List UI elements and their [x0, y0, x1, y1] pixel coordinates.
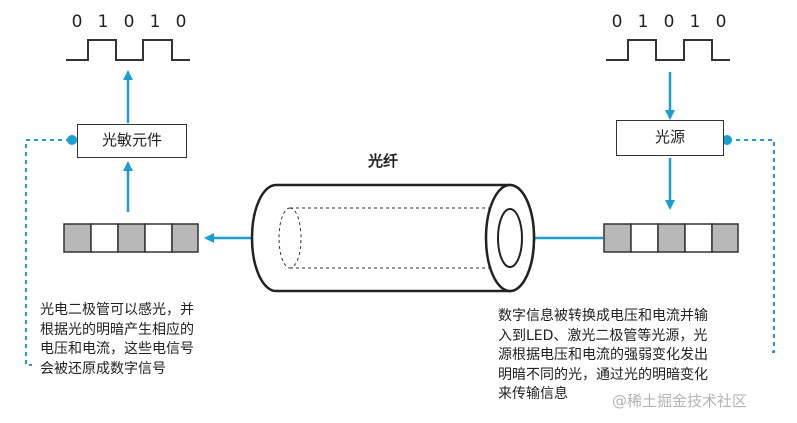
bit: 0	[715, 12, 727, 32]
bit: 1	[689, 12, 701, 32]
watermark: @稀土掘金技术社区	[612, 392, 748, 410]
caption-line: 电压和电流，这些电信号	[40, 341, 194, 357]
left-dashed-connector	[25, 139, 70, 366]
caption-line: 来传输信息	[498, 386, 568, 402]
left-cell-strip	[63, 223, 199, 253]
caption-line: 源根据电压和电流的强弱变化发出	[498, 347, 708, 363]
right-square-wave	[606, 39, 730, 61]
bit: 0	[175, 12, 187, 32]
optical-fiber-cylinder	[250, 183, 536, 293]
bit: 1	[97, 12, 109, 32]
bit: 1	[149, 12, 161, 32]
bit: 1	[637, 12, 649, 32]
bit: 0	[71, 12, 83, 32]
caption-line: 会被还原成数字信号	[40, 360, 166, 377]
caption-line: 入到LED、激光二极管等光源，光	[498, 327, 708, 344]
caption-line: 数字信息被转换成电压和电流并输	[498, 308, 708, 324]
light-source-box: 光源	[616, 120, 724, 156]
photodetector-box: 光敏元件	[77, 124, 187, 158]
right-connector-dot	[722, 135, 732, 145]
fiber-label: 光纤	[368, 152, 399, 170]
left-caption: 光电二极管可以感光，并 根据光的明暗产生相应的 电压和电流，这些电信号 会被还原…	[40, 301, 194, 379]
right-dashed-connector	[728, 139, 775, 353]
left-square-wave	[66, 39, 190, 61]
bit: 0	[123, 12, 135, 32]
left-connector-dot	[67, 135, 77, 145]
bit: 0	[611, 12, 623, 32]
right-caption: 数字信息被转换成电压和电流并输 入到LED、激光二极管等光源，光 源根据电压和电…	[498, 307, 708, 405]
right-cell-strip	[603, 223, 739, 253]
caption-line: 明暗不同的光，通过光的明暗变化	[498, 366, 708, 383]
caption-line: 根据光的明暗产生相应的	[40, 321, 194, 338]
caption-line: 光电二极管可以感光，并	[40, 302, 194, 318]
bit: 0	[663, 12, 675, 32]
